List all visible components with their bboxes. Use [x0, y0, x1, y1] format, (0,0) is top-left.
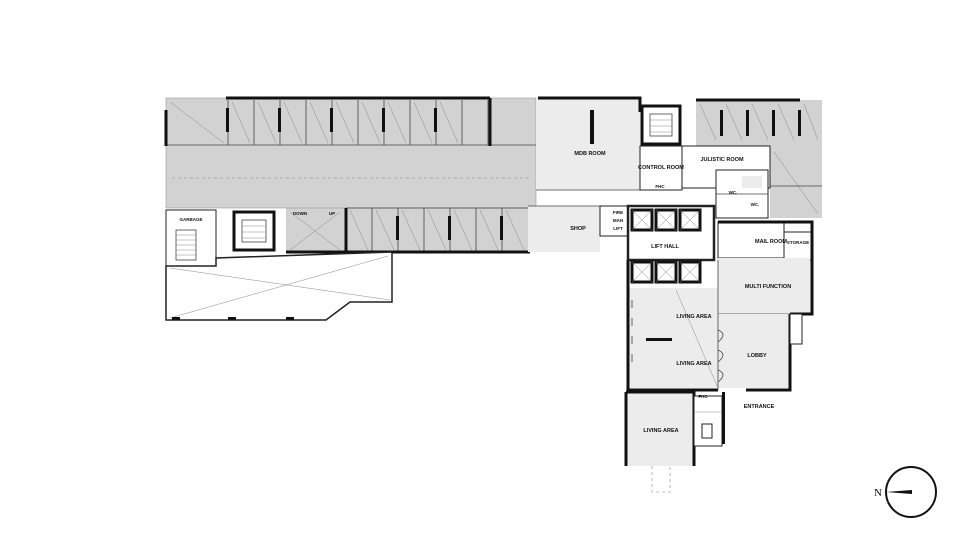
wc-1-label: WC. — [729, 190, 738, 195]
fire-man-lift-label-3: LIFT — [613, 226, 623, 231]
mail-room-label: MAIL ROOM — [755, 239, 787, 245]
south-wing — [624, 390, 725, 493]
room-labels: MDB ROOM CONTROL ROOM JULISTIC ROOM WC. … — [179, 151, 809, 434]
living-area-2-label: LIVING AREA — [676, 361, 711, 367]
parking-walls — [164, 96, 530, 254]
compass-needle-icon — [886, 490, 912, 494]
west-podium — [165, 251, 393, 321]
up-label: UP — [329, 211, 335, 216]
fhc-2-label: FHC — [698, 394, 708, 399]
east-stair — [640, 104, 682, 146]
north-arrow: N — [874, 466, 937, 518]
wc-2-label: WC. — [751, 202, 760, 207]
living-core — [626, 260, 803, 392]
living-area-1-label: LIVING AREA — [676, 314, 711, 320]
fire-man-lift-label-2: MAN — [613, 218, 623, 223]
shop-label: SHOP — [570, 226, 586, 232]
compass-north-label: N — [874, 487, 882, 499]
lobby-label: LOBBY — [747, 353, 767, 359]
lift-hall — [626, 204, 716, 288]
fhc-1-label: FHC — [655, 184, 665, 189]
storage-label: STORAGE — [787, 240, 809, 245]
down-label: DOWN — [293, 211, 307, 216]
west-core — [165, 209, 276, 267]
mdb-block — [528, 96, 683, 252]
julistic-room-label: JULISTIC ROOM — [700, 157, 744, 163]
control-room-label: CONTROL ROOM — [638, 165, 684, 171]
fire-man-lift-label-1: FIRE — [613, 210, 623, 215]
mdb-room-label: MDB ROOM — [574, 151, 606, 157]
garbage-label: GARBAGE — [179, 217, 202, 222]
lift-hall-label: LIFT HALL — [651, 244, 679, 250]
multi-function-label: MULTI FUNCTION — [745, 284, 791, 290]
entrance-label: ENTRANCE — [744, 404, 775, 410]
amenity-block — [717, 220, 814, 316]
living-area-3-label: LIVING AREA — [643, 428, 678, 434]
parking-area — [165, 97, 537, 252]
east-parking — [696, 98, 822, 218]
service-block — [681, 145, 771, 219]
